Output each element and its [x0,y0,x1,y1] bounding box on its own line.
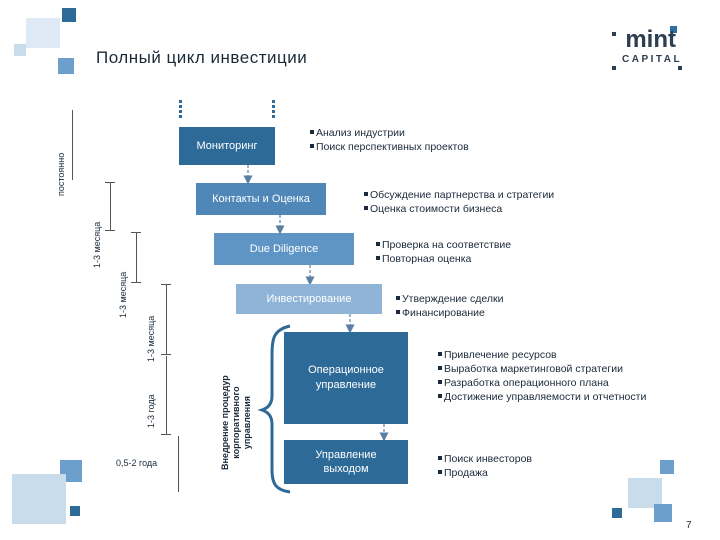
bullets-monitoring: Анализ индустрии Поиск перспективных про… [310,126,469,154]
decor-square [12,474,66,524]
stage-investing: Инвестирование [236,284,382,314]
list-item: Разработка операционного плана [438,376,646,390]
logo-dot-icon [670,26,677,33]
stage-operational: Операционное управление [284,332,408,424]
decor-square [660,460,674,474]
stage-exit: Управление выходом [284,440,408,484]
bullets-contacts: Обсуждение партнерства и стратегии Оценк… [364,188,554,216]
duration-line [72,110,73,180]
page-title: Полный цикл инвестиции [96,48,308,67]
stage-label: Мониторинг [196,140,258,152]
duration-tick [131,232,141,233]
duration-label: 1-3 года [146,394,156,428]
duration-line [166,356,167,434]
decor-square [654,504,672,522]
stage-label-line: выходом [323,463,369,475]
dashed-marker [179,100,182,118]
duration-label: постоянно [56,152,66,196]
stage-contacts: Контакты и Оценка [196,183,326,215]
duration-line [178,436,179,492]
duration-label: 1-3 месяца [118,271,128,318]
bullets-exit: Поиск инвесторов Продажа [438,452,532,480]
duration-tick [105,230,115,231]
mint-capital-logo: mint CAPITAL [612,26,683,70]
dashed-marker [272,100,275,118]
duration-label: 1-3 месяца [146,315,156,362]
list-item: Утверждение сделки [396,292,503,306]
implementation-label: Внедрение процедур корпоративного управл… [220,375,252,470]
list-item: Анализ индустрии [310,126,469,140]
list-item: Достижение управляемости и отчетности [438,390,646,404]
duration-tick [161,434,171,435]
stage-label-line: управление [315,379,377,391]
duration-tick [161,284,171,285]
page-number: 7 [686,520,692,531]
stage-monitoring: Мониторинг [179,127,275,165]
duration-tick [131,282,141,283]
list-item: Поиск инвесторов [438,452,532,466]
list-item: Привлечение ресурсов [438,348,646,362]
bullets-investing: Утверждение сделки Финансирование [396,292,503,320]
logo-word: mint [625,26,676,53]
decor-square [14,44,26,56]
decor-square [58,58,74,74]
decor-square [26,18,60,48]
list-item: Повторная оценка [376,252,511,266]
stage-label-line: Управление [315,449,377,461]
decor-square [628,478,662,508]
duration-label: 0,5-2 года [116,458,158,468]
list-item: Обсуждение партнерства и стратегии [364,188,554,202]
list-item: Поиск перспективных проектов [310,140,469,154]
decor-square [62,8,76,22]
duration-line [110,182,111,230]
duration-line [136,232,137,282]
logo-sub: CAPITAL [622,54,683,65]
list-item: Продажа [438,466,532,480]
bullets-due-diligence: Проверка на соответствие Повторная оценк… [376,238,511,266]
decor-square [70,506,80,516]
duration-line [166,284,167,354]
list-item: Проверка на соответствие [376,238,511,252]
list-item: Оценка стоимости бизнеса [364,202,554,216]
stage-label: Контакты и Оценка [212,193,310,205]
decor-square [612,508,622,518]
stage-label-line: Операционное [308,364,384,376]
duration-tick [161,354,171,355]
list-item: Финансирование [396,306,503,320]
stage-due-diligence: Due Diligence [214,233,354,265]
duration-tick [105,182,115,183]
duration-label: 1-3 месяца [92,221,102,268]
stage-label: Инвестирование [266,293,352,305]
bullets-operational: Привлечение ресурсов Выработка маркетинг… [438,348,646,404]
list-item: Выработка маркетинговой стратегии [438,362,646,376]
stage-label: Due Diligence [249,243,319,255]
